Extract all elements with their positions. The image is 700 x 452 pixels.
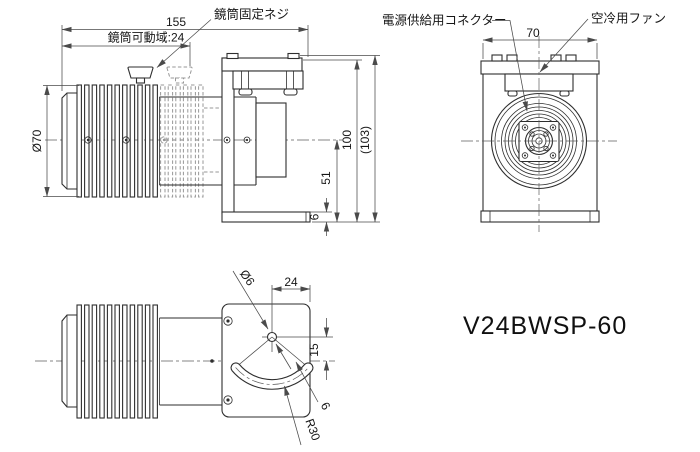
top-clamp-assembly: [221, 52, 304, 96]
cooling-fan-label-text: 空冷用ファン: [591, 12, 666, 26]
base-plate: [221, 211, 311, 223]
label-barrel-fixing-screw: 鏡筒固定ネジ: [156, 7, 289, 68]
phantom-fins-extended-position: [160, 84, 221, 198]
barrel-fixing-knob-phantom: [166, 66, 193, 84]
centerline-point: [210, 359, 214, 363]
dim-24-text: 24: [284, 275, 298, 289]
dim-barrel-diameter: Ø70: [30, 85, 79, 197]
side-view-drawing: 155 鏡筒可動域:24 鏡筒固定ネジ Ø70: [30, 7, 380, 236]
rear-base-plate: [480, 210, 600, 223]
dim-dia70-text: Ø70: [30, 129, 44, 152]
product-code-label: V24BWSP-60: [463, 312, 627, 340]
label-cooling-fan: 空冷用ファン: [539, 12, 666, 73]
top-mounting-plate: [210, 303, 311, 418]
lens-barrel-fins: [76, 84, 158, 198]
top-barrel-fins: [76, 304, 158, 419]
dim-155-text: 155: [166, 15, 186, 29]
fixing-screw-label-text: 鏡筒固定ネジ: [214, 7, 289, 22]
dim-r30-text: R30: [302, 417, 323, 443]
dim-travel-text: 鏡筒可動域:24: [108, 30, 185, 45]
dim-hole-offset-15: 15: [307, 318, 330, 380]
barrel-fixing-knob: [127, 66, 154, 84]
rear-view-drawing: 70 電源供給用コネクター 空冷用ファン: [382, 12, 666, 232]
centerline-screws: [84, 136, 251, 144]
dim-15-text: 15: [307, 343, 321, 357]
dim-rear-width: 70: [482, 26, 598, 59]
dim-hole-offset-24: 24: [271, 275, 311, 302]
dim-overall-width: 155: [61, 15, 309, 91]
dim-6-base-text: 6: [308, 213, 322, 220]
camera-body-sections: [234, 96, 287, 186]
dim-barrel-travel: 鏡筒可動域:24: [61, 30, 191, 66]
dim-heights: 51 100 (103) 6: [300, 55, 380, 236]
dim-70-text: 70: [526, 26, 540, 40]
label-power-connector: 電源供給用コネクター: [382, 14, 528, 112]
dim-103-text: (103): [358, 126, 372, 154]
mounting-bracket: [221, 57, 311, 223]
top-view-drawing: 24 Ø6 15 R30 6: [35, 267, 335, 446]
barrel-rear-cylinder: [159, 96, 222, 186]
dim-51-text: 51: [319, 171, 333, 185]
power-connector-label-text: 電源供給用コネクター: [382, 14, 507, 28]
top-barrel-front-cap: [61, 314, 78, 408]
top-barrel-cylinder: [159, 317, 222, 406]
dim-dia6-text: Ø6: [237, 267, 258, 288]
adjustment-arc-slot: [230, 362, 314, 390]
dim-100-text: 100: [340, 130, 354, 150]
lens-barrel-front-cap: [61, 92, 79, 190]
dim-slot-6-text: 6: [318, 400, 334, 413]
